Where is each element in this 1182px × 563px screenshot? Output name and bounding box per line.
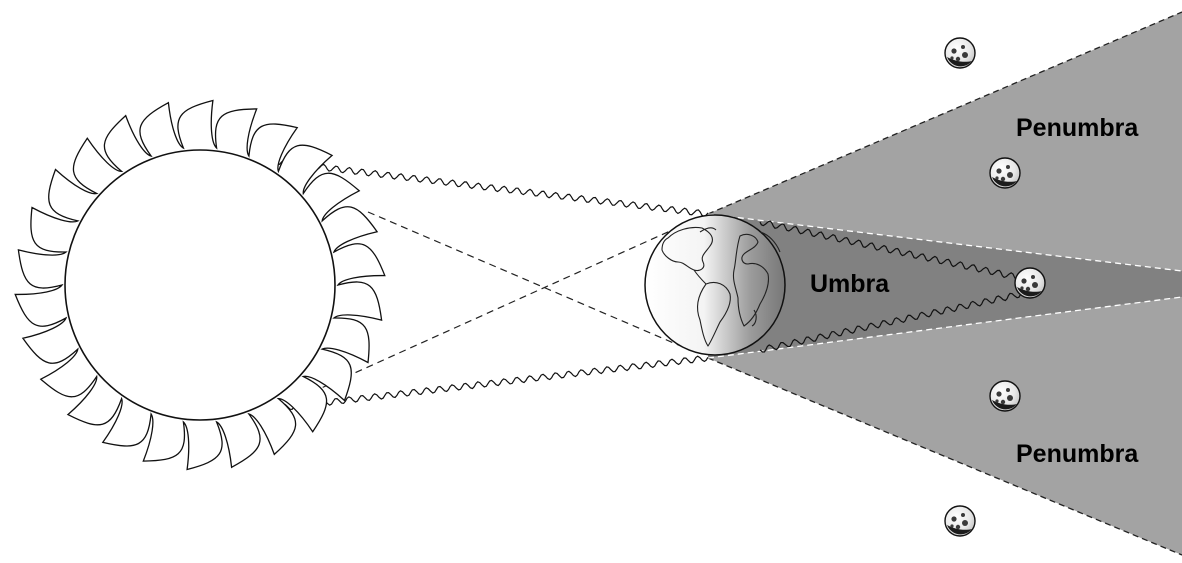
sun-icon	[15, 101, 385, 470]
moon-icon	[990, 158, 1020, 188]
penumbra-label-bottom: Penumbra	[1016, 440, 1139, 468]
moon-icon	[990, 381, 1020, 411]
umbra-label: Umbra	[810, 270, 890, 298]
moon-icon	[945, 38, 975, 68]
moon-icon	[945, 506, 975, 536]
penumbra-label-top: Penumbra	[1016, 114, 1139, 142]
moon-icon	[1015, 268, 1045, 298]
earth-icon	[645, 215, 785, 355]
